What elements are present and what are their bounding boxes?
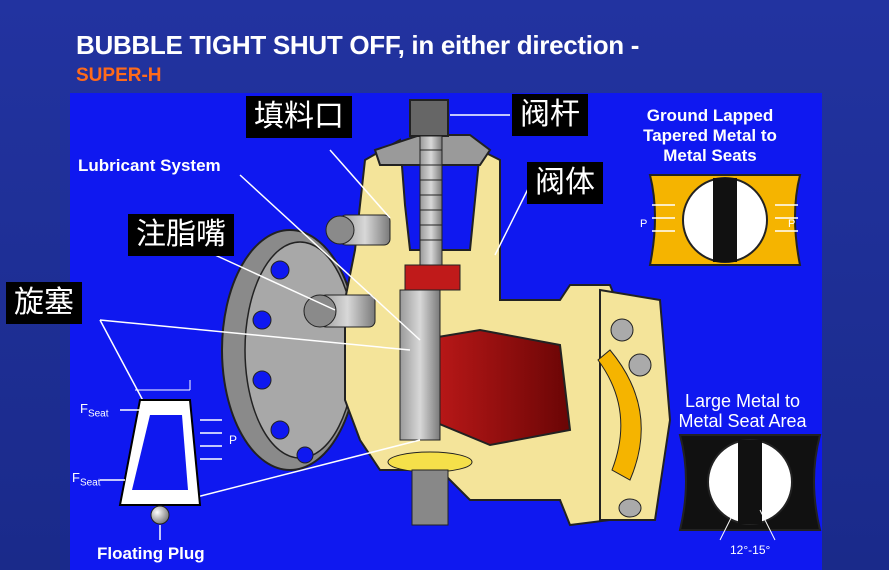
f-seat-bottom-main: F <box>72 470 80 485</box>
pressure-label-left: P <box>640 218 648 230</box>
f-seat-bottom-sub: Seat <box>79 477 101 489</box>
label-stem: 阀杆 <box>512 94 588 136</box>
large-metal-line-2: Metal Seat Area <box>678 411 807 431</box>
label-body: 阀体 <box>527 162 603 204</box>
f-seat-bottom: FSeat <box>72 470 101 489</box>
bottom-cover <box>387 451 473 526</box>
large-seat-detail <box>678 434 822 541</box>
f-seat-top-main: F <box>80 401 88 416</box>
label-grease-nozzle: 注脂嘴 <box>128 214 234 256</box>
page-title: BUBBLE TIGHT SHUT OFF, in either directi… <box>76 30 640 60</box>
ground-lapped-line-3: Metal Seats <box>663 146 757 165</box>
label-lubricant-system: Lubricant System <box>78 156 221 175</box>
label-plug: 旋塞 <box>6 282 82 324</box>
plug <box>399 289 572 447</box>
large-metal-line-1: Large Metal to <box>684 391 801 411</box>
floating-plug-sketch <box>100 380 222 540</box>
f-seat-top: FSeat <box>80 401 109 420</box>
label-floating-plug: Floating Plug <box>97 544 205 563</box>
ground-lapped-line-2: Tapered Metal to <box>643 126 777 145</box>
grease-nozzles <box>303 214 391 328</box>
left-flange <box>221 229 359 471</box>
pressure-label-right: P <box>788 218 796 230</box>
label-packing-port: 填料口 <box>246 96 352 138</box>
stem <box>404 99 461 291</box>
pointer-lines <box>99 114 531 501</box>
tapered-seat-detail <box>648 174 802 266</box>
angle-label: 12°-15° <box>730 543 771 557</box>
ground-lapped-line-1: Ground Lapped <box>646 106 774 125</box>
f-seat-top-sub: Seat <box>87 408 109 420</box>
pressure-label-plug: P <box>229 433 238 447</box>
label-ground-lapped: Ground Lapped Tapered Metal to Metal Sea… <box>630 106 790 166</box>
label-large-metal: Large Metal to Metal Seat Area <box>665 391 820 431</box>
page-subtitle: SUPER-H <box>76 65 162 86</box>
